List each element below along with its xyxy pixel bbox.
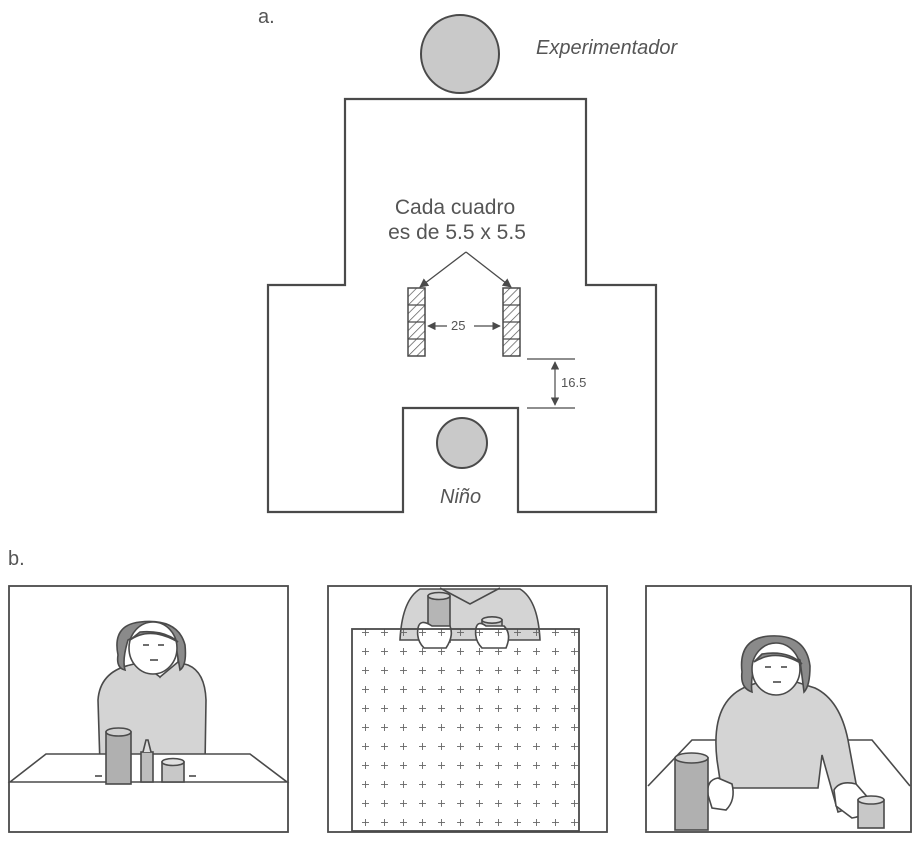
panel-b-label: b. — [8, 548, 25, 570]
squares-size-note: Cada cuadro es de 5.5 x 5.5 — [0, 195, 914, 245]
dimension-25-label: 25 — [449, 318, 468, 333]
frame-3-scene — [647, 635, 911, 831]
panel-a-label: a. — [258, 6, 275, 28]
left-squares-column — [407, 287, 426, 357]
dimension-16-5-label: 16.5 — [561, 375, 587, 390]
frame-1-scene — [7, 620, 290, 785]
frame-3 — [645, 585, 912, 833]
frame-1 — [8, 585, 289, 833]
note-pointer-arrows — [419, 251, 512, 288]
dimension-16-5-arrow — [527, 358, 575, 409]
note-line-1: Cada cuadro — [394, 196, 516, 219]
child-label: Niño — [440, 486, 482, 508]
experimenter-seat — [420, 14, 500, 94]
frame-2 — [327, 585, 608, 833]
occluding-screen — [351, 628, 580, 832]
right-squares-column — [502, 287, 521, 357]
experimenter-label: Experimentador — [536, 37, 678, 59]
frame-2-scene — [351, 587, 580, 832]
child-seat — [436, 417, 488, 469]
note-line-2: es de 5.5 x 5.5 — [388, 221, 526, 244]
table-outline — [266, 97, 658, 514]
